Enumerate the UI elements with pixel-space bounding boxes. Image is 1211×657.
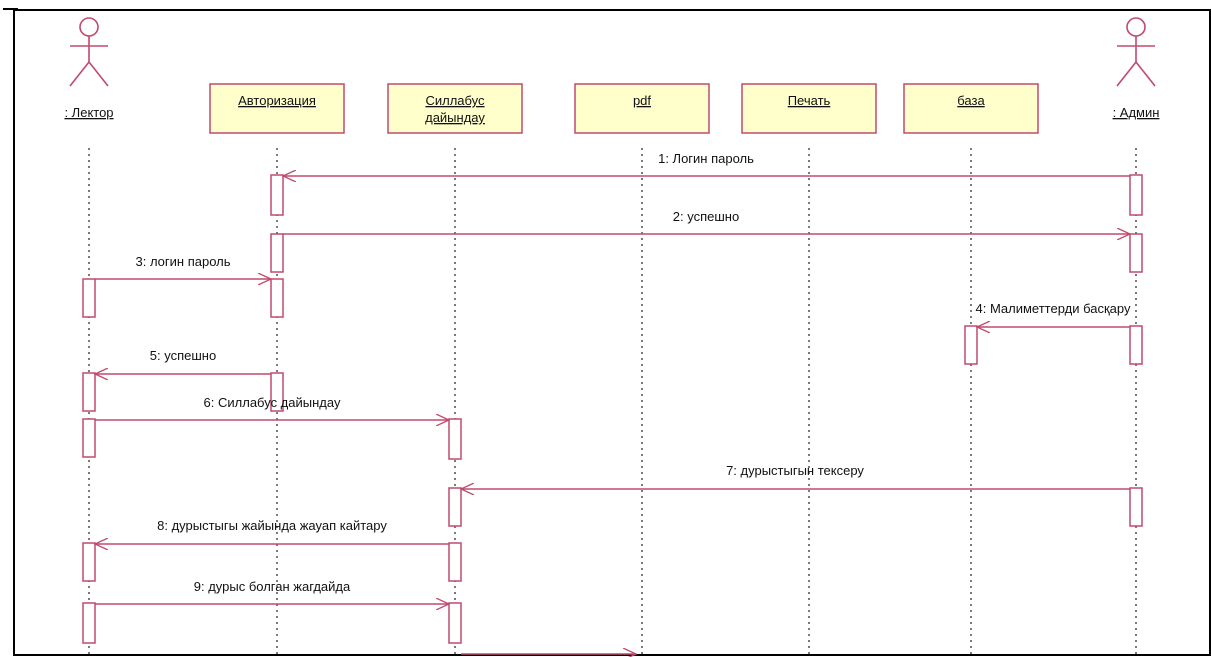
object-auth-box xyxy=(209,83,345,134)
activation-bar xyxy=(1129,233,1143,273)
activation-bar xyxy=(82,372,96,412)
object-syllabus-name-line1: Силлабус xyxy=(425,93,485,108)
message-9-label: 9: дурыс болган жагдайда xyxy=(194,579,351,594)
object-print: Печать xyxy=(741,83,877,134)
message-7-label: 7: дурыстыгын тексеру xyxy=(726,463,864,478)
activation-bar xyxy=(270,174,284,216)
activation-bar xyxy=(448,487,462,527)
activation-bar xyxy=(82,418,96,458)
object-auth: Авторизация xyxy=(209,83,345,134)
object-syllabus-name-line2: дайындау xyxy=(425,110,485,125)
activation-bar xyxy=(82,542,96,582)
object-pdf: pdf xyxy=(574,83,710,134)
message-1-label: 1: Логин пароль xyxy=(658,151,754,166)
activation-bar xyxy=(270,278,284,318)
activation-bar xyxy=(270,233,284,273)
activation-bar xyxy=(448,542,462,582)
object-base-name: база xyxy=(957,93,985,108)
actor-admin-name: : Админ xyxy=(1113,105,1160,120)
activation-bar xyxy=(1129,174,1143,216)
actor-admin: : Админ xyxy=(1113,17,1160,120)
object-pdf-name: pdf xyxy=(633,93,651,108)
message-8-label: 8: дурыстыгы жайында жауап кайтару xyxy=(157,518,387,533)
activation-bar xyxy=(448,602,462,644)
object-base-box xyxy=(903,83,1039,134)
lifelines xyxy=(88,148,1137,655)
object-syllabus-box xyxy=(387,83,523,134)
object-print-name: Печать xyxy=(788,93,831,108)
object-print-box xyxy=(741,83,877,134)
activation-bar xyxy=(964,325,978,365)
activation-bar xyxy=(82,278,96,318)
actor-admin-figure xyxy=(1116,17,1156,87)
object-syllabus: Силлабус дайындау xyxy=(387,83,523,134)
messages: 1: Логин пароль 2: успешно 3: логин паро… xyxy=(95,151,1131,654)
activation-bar xyxy=(448,418,462,460)
message-4-label: 4: Малиметтерди басқару xyxy=(975,301,1131,316)
activation-bar xyxy=(1129,487,1143,527)
message-6-label: 6: Силлабус дайындау xyxy=(204,395,341,410)
message-5-label: 5: успешно xyxy=(150,348,216,363)
diagram-frame xyxy=(13,9,1211,656)
activation-bar xyxy=(270,372,284,412)
activation-bar xyxy=(82,602,96,644)
activation-bar xyxy=(1129,325,1143,365)
message-3-label: 3: логин пароль xyxy=(135,254,230,269)
actor-lector-name: : Лектор xyxy=(64,105,113,120)
actor-lector-figure xyxy=(69,17,109,87)
object-auth-name: Авторизация xyxy=(238,93,316,108)
object-pdf-box xyxy=(574,83,710,134)
activations xyxy=(82,174,1143,644)
actor-lector: : Лектор xyxy=(64,17,114,120)
object-base: база xyxy=(903,83,1039,134)
message-2-label: 2: успешно xyxy=(673,209,739,224)
